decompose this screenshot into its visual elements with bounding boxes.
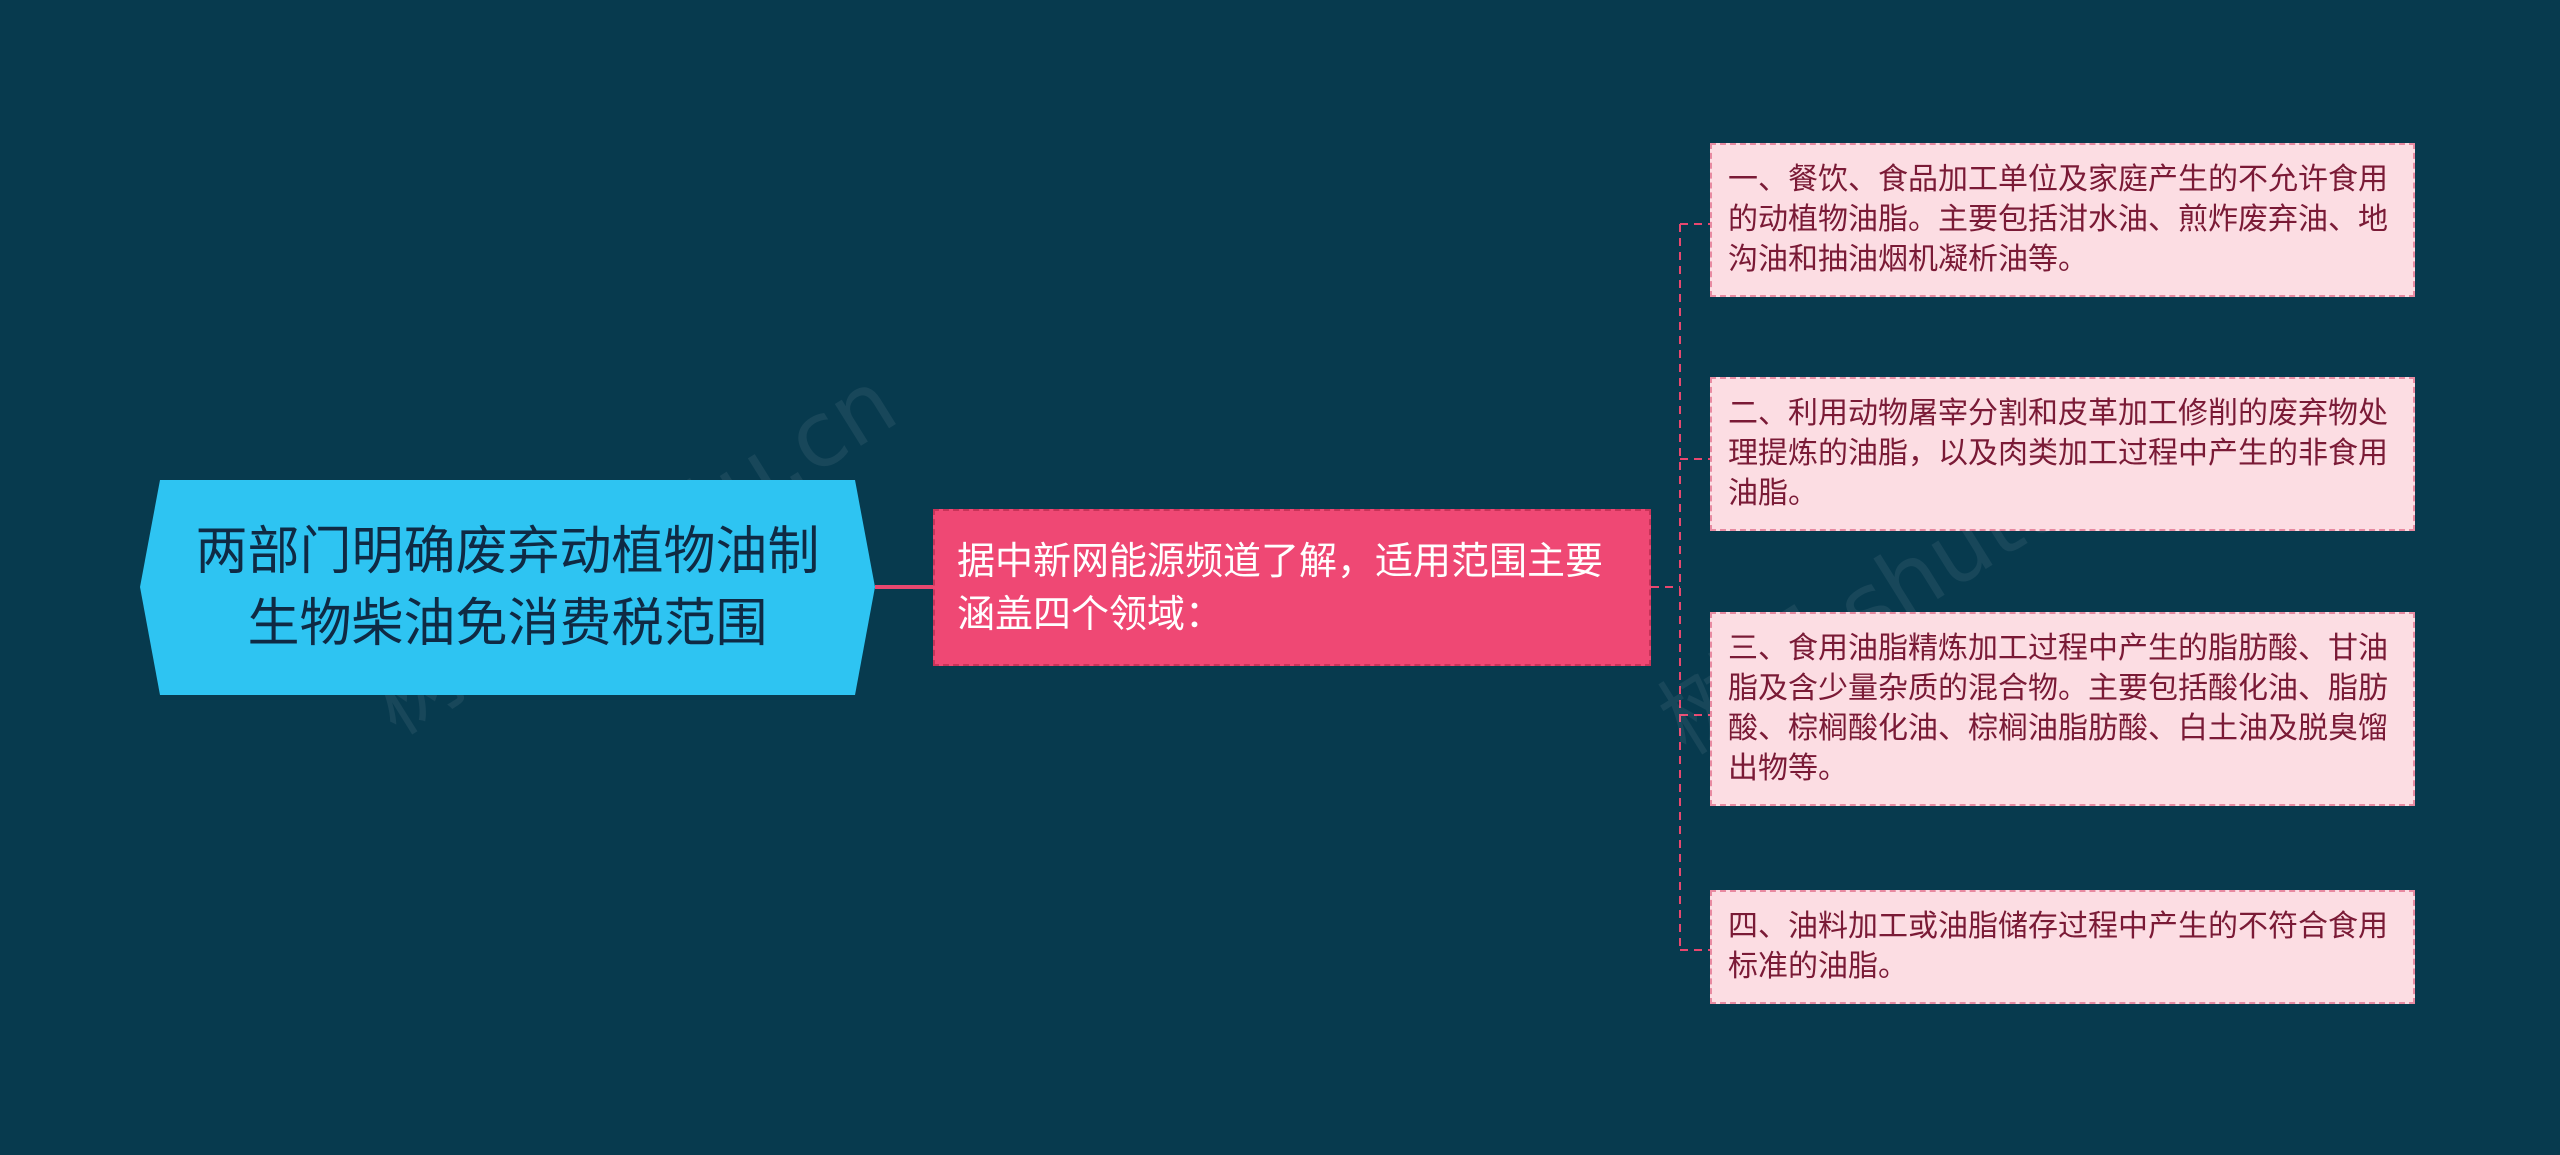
subtopic-text: 据中新网能源频道了解，适用范围主要涵盖四个领域： [957, 539, 1604, 636]
leaf-node-2[interactable]: 二、利用动物屠宰分割和皮革加工修削的废弃物处理提炼的油脂，以及肉类加工过程中产生… [1710, 377, 2415, 531]
root-topic-text: 两部门明确废弃动植物油制生物柴油免消费税范围 [195, 521, 820, 654]
leaf-node-3[interactable]: 三、食用油脂精炼加工过程中产生的脂肪酸、甘油脂及含少量杂质的混合物。主要包括酸化… [1710, 612, 2415, 806]
leaf-text: 二、利用动物屠宰分割和皮革加工修削的废弃物处理提炼的油脂，以及肉类加工过程中产生… [1728, 396, 2388, 511]
subtopic-node[interactable]: 据中新网能源频道了解，适用范围主要涵盖四个领域： [933, 509, 1651, 666]
leaf-node-1[interactable]: 一、餐饮、食品加工单位及家庭产生的不允许食用的动植物油脂。主要包括泔水油、煎炸废… [1710, 143, 2415, 297]
root-topic-node[interactable]: 两部门明确废弃动植物油制生物柴油免消费税范围 [140, 480, 875, 695]
leaf-text: 一、餐饮、食品加工单位及家庭产生的不允许食用的动植物油脂。主要包括泔水油、煎炸废… [1728, 162, 2388, 277]
leaf-text: 三、食用油脂精炼加工过程中产生的脂肪酸、甘油脂及含少量杂质的混合物。主要包括酸化… [1728, 631, 2388, 786]
leaf-node-4[interactable]: 四、油料加工或油脂储存过程中产生的不符合食用标准的油脂。 [1710, 890, 2415, 1004]
leaf-text: 四、油料加工或油脂储存过程中产生的不符合食用标准的油脂。 [1728, 909, 2388, 984]
